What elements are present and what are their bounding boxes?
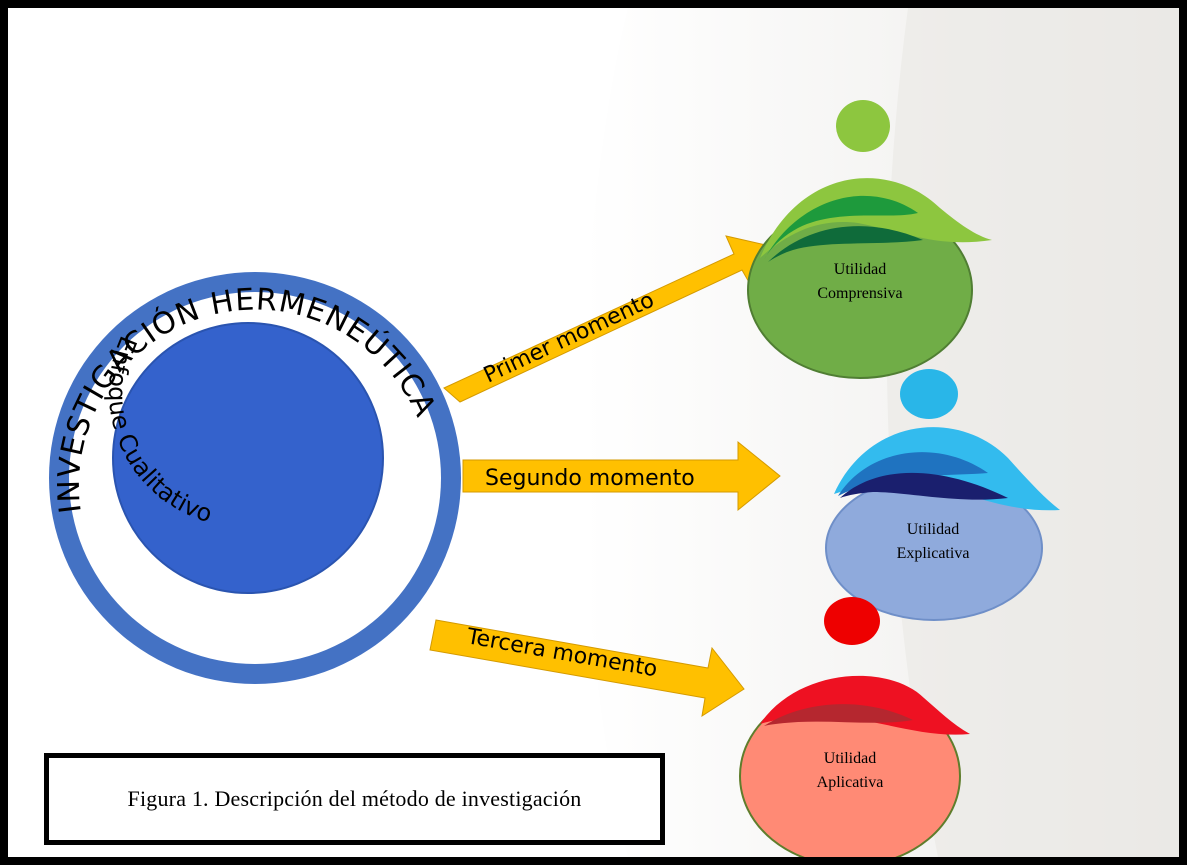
figure-head [824, 597, 880, 645]
diagram-canvas: Primer momento Segundo momento Tercera m… [8, 8, 1179, 857]
figure-label-line2: Explicativa [897, 545, 970, 562]
figure-label-line1: Utilidad [824, 750, 876, 767]
figure-label-line1: Utilidad [907, 521, 959, 538]
figure-label-line2: Aplicativa [817, 774, 884, 791]
figure-head [836, 100, 890, 152]
figure-head [900, 369, 958, 419]
arrow-segundo-momento: Segundo momento [462, 440, 781, 512]
background-swoosh-dark [886, 8, 1179, 857]
hermeneutic-ring: INVESTIGACIÓN HERMENEÚTICA Enfoque Cuali… [49, 272, 461, 684]
figure-caption-box: Figura 1. Descripción del método de inve… [44, 753, 665, 845]
figure-explicativa: Utilidad Explicativa [825, 369, 1060, 621]
figure-label-line2: Comprensiva [817, 285, 902, 302]
inner-circle [112, 322, 384, 594]
diagram-svg: Primer momento Segundo momento Tercera m… [49, 8, 1179, 857]
figure-label-line1: Utilidad [834, 261, 886, 278]
figure-comprensiva: Utilidad Comprensiva [747, 100, 992, 379]
figure-caption: Figura 1. Descripción del método de inve… [127, 786, 582, 811]
arrow-label-segundo: Segundo momento [485, 466, 695, 491]
figure-aplicativa: Utilidad Aplicativa [739, 597, 970, 857]
